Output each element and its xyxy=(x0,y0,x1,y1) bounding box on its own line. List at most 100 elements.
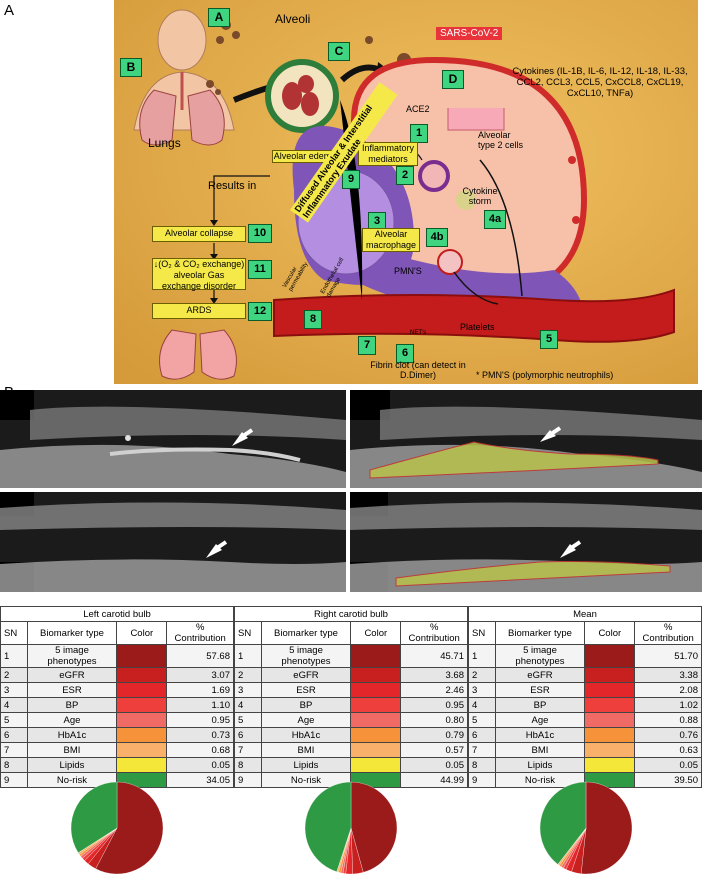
sn-cell: 1 xyxy=(468,644,496,668)
biomarker-type-cell: Age xyxy=(494,712,586,728)
color-swatch-cell xyxy=(350,712,402,728)
biomarker-type-cell: eGFR xyxy=(260,667,352,683)
sn-cell: 2 xyxy=(0,667,28,683)
cytokine-storm-label: Cytokine storm xyxy=(462,186,498,206)
contribution-cell: 45.71 xyxy=(400,644,468,668)
color-swatch-cell xyxy=(116,682,168,698)
gas-exchange-box: ↓(O₂ & CO₂ exchange) alveolar Gas exchan… xyxy=(152,258,246,291)
table-title: Left carotid bulb xyxy=(0,606,234,622)
step-2-label: 2 xyxy=(396,166,414,185)
contribution-cell: 0.68 xyxy=(166,742,234,758)
color-swatch-cell xyxy=(584,757,636,773)
contribution-cell: 1.69 xyxy=(166,682,234,698)
color-swatch-cell xyxy=(584,682,636,698)
color-swatch-cell xyxy=(584,644,636,668)
sn-cell: 6 xyxy=(0,727,28,743)
step-5-label: 5 xyxy=(540,330,558,349)
contribution-cell: 1.02 xyxy=(634,697,702,713)
table-header-cell: Color xyxy=(584,621,636,645)
lungs-icon xyxy=(139,72,225,146)
table-header-cell: Color xyxy=(350,621,402,645)
table-header-cell: Color xyxy=(116,621,168,645)
sn-cell: 5 xyxy=(468,712,496,728)
biomarker-type-cell: BMI xyxy=(260,742,352,758)
ards-lungs-icon xyxy=(159,329,237,380)
pmn-cell xyxy=(437,249,463,275)
contribution-cell: 2.46 xyxy=(400,682,468,698)
inflammatory-mediators-box: Inflammatory mediators xyxy=(358,142,418,166)
color-swatch-cell xyxy=(116,727,168,743)
color-swatch-cell xyxy=(116,757,168,773)
color-swatch-cell xyxy=(350,667,402,683)
step-d-label: D xyxy=(442,70,464,89)
color-swatch-cell xyxy=(350,644,402,668)
lungs-label: Lungs xyxy=(148,136,181,150)
color-swatch-cell xyxy=(584,712,636,728)
color-swatch-cell xyxy=(584,742,636,758)
contribution-cell: 57.68 xyxy=(166,644,234,668)
table-header-cell: Biomarker type xyxy=(260,621,352,645)
step-10-label: 10 xyxy=(248,224,272,243)
pie-slice-5-image-phenotypes xyxy=(580,781,633,875)
color-swatch-cell xyxy=(350,682,402,698)
biomarker-type-cell: Age xyxy=(260,712,352,728)
biomarker-type-cell: Lipids xyxy=(494,757,586,773)
nets-label: NET's xyxy=(410,330,427,336)
platelets-label: Platelets xyxy=(460,322,495,332)
biomarker-type-cell: Lipids xyxy=(26,757,118,773)
step-4b-label: 4b xyxy=(426,228,448,247)
color-swatch-cell xyxy=(116,697,168,713)
table-header-cell: SN xyxy=(234,621,262,645)
table-title: Mean xyxy=(468,606,702,622)
contribution-cell: 0.88 xyxy=(634,712,702,728)
biomarker-type-cell: BP xyxy=(26,697,118,713)
biomarker-type-cell: eGFR xyxy=(494,667,586,683)
pie-slice-5-image-phenotypes xyxy=(95,781,164,875)
biomarker-type-cell: 5 image phenotypes xyxy=(494,644,586,668)
contribution-cell: 0.63 xyxy=(634,742,702,758)
sn-cell: 5 xyxy=(234,712,262,728)
color-swatch-cell xyxy=(350,727,402,743)
contribution-cell: 44.99 xyxy=(400,772,468,788)
step-11-label: 11 xyxy=(248,260,272,279)
biomarker-type-cell: 5 image phenotypes xyxy=(26,644,118,668)
step-a-label: A xyxy=(208,8,230,27)
sn-cell: 7 xyxy=(0,742,28,758)
table-header-cell: SN xyxy=(0,621,28,645)
contribution-cell: 34.05 xyxy=(166,772,234,788)
step-12-label: 12 xyxy=(248,302,272,321)
contribution-cell: 0.57 xyxy=(400,742,468,758)
biomarker-type-cell: BP xyxy=(260,697,352,713)
sn-cell: 8 xyxy=(0,757,28,773)
results-in-label: Results in xyxy=(208,180,257,192)
panel-a-letter: A xyxy=(4,2,15,19)
biomarker-type-cell: 5 image phenotypes xyxy=(260,644,352,668)
color-swatch-cell xyxy=(116,667,168,683)
sn-cell: 3 xyxy=(468,682,496,698)
biomarker-type-cell: ESR xyxy=(260,682,352,698)
contribution-cell: 0.73 xyxy=(166,727,234,743)
step-9-label: 9 xyxy=(342,170,360,189)
biomarker-type-cell: BP xyxy=(494,697,586,713)
table-header-cell: Biomarker type xyxy=(26,621,118,645)
color-swatch-cell xyxy=(350,697,402,713)
color-swatch-cell xyxy=(584,697,636,713)
sn-cell: 2 xyxy=(468,667,496,683)
biomarker-type-cell: ESR xyxy=(26,682,118,698)
pmn-footnote: * PMN'S (polymorphic neutrophils) xyxy=(476,370,614,380)
